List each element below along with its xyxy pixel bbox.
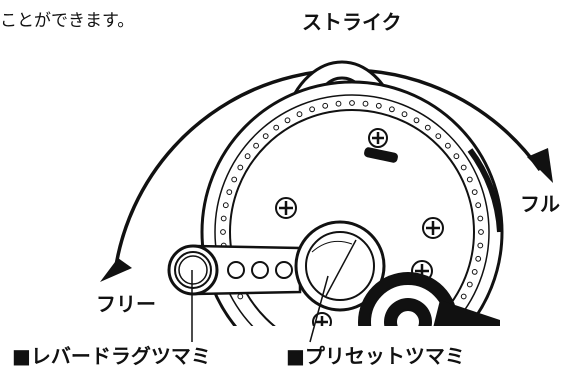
perforation-hole [226,189,233,196]
perforation-hole [244,153,251,160]
perforation-hole [478,229,484,235]
preset-knob [294,220,386,312]
perforation-hole [231,176,238,183]
perforation-hole [389,106,395,113]
perforation-hole [335,100,342,107]
label-strike: ストライク [302,10,402,34]
label-lever-drag-knob: ■レバードラグツマミ [12,344,211,368]
lever-drag-knob [167,244,219,296]
side-plate-shadow [467,148,503,233]
perforation-hole [477,215,484,222]
lever-hole [227,261,245,279]
lever-hole [275,261,293,279]
perforation-hole [401,111,408,118]
screw-icon [275,197,297,219]
perforation-hole [349,100,355,106]
perforation-hole [296,111,303,118]
perforation-hole [435,133,442,140]
top-slot [364,147,398,163]
lever-hole [251,261,269,279]
perforation-hole [445,142,451,149]
perforation-hole [460,293,467,300]
perforation-hole [222,202,229,209]
label-full: フル [520,192,560,216]
perforation-hole [466,281,473,288]
perforation-hole [475,202,482,209]
perforation-hole [375,102,382,109]
perforation-hole [424,124,431,131]
intro-text: ことができます。 [0,11,135,31]
lever-range-arc [113,68,542,273]
side-plate-inner-ring [214,94,490,326]
preset-knob-leader [309,275,329,343]
perforation-hole [253,142,260,149]
label-free: フリー [96,292,156,316]
arc-arrowhead-free [100,258,132,282]
perforation-hole [284,117,291,124]
perforation-hole [220,229,226,235]
reel-body [167,60,504,326]
perforation-hole [262,133,269,140]
perforation-hole [322,102,329,109]
perforation-hole [471,269,478,275]
perforation-hole [471,189,478,196]
handle-base [358,272,500,326]
perforation-hole [237,293,244,300]
perforation-hole [460,164,467,171]
perforation-hole [309,106,316,113]
perforation-hole [477,242,484,249]
perforation-hole [237,164,244,171]
perforation-hole [220,215,227,222]
perforation-hole [273,124,280,131]
perforation-hole [453,153,460,160]
perforation-hole [475,255,482,262]
label-preset-knob: ■プリセットツマミ [286,344,465,368]
perforation-hole [362,100,369,107]
screw-icon [422,217,444,239]
side-plate-ring-2 [229,109,475,326]
perforation-hole [413,117,420,124]
perforation-hole [466,176,473,183]
arc-arrowhead-full [527,148,553,183]
screw-icon [368,128,388,148]
